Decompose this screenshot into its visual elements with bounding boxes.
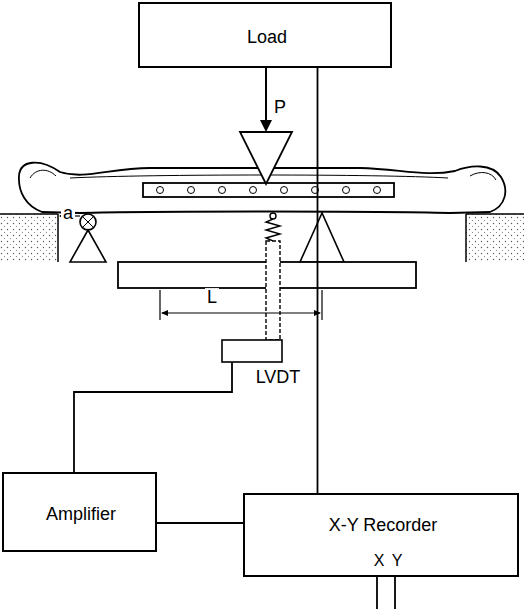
dimension-label: L [205,288,219,308]
ground [0,214,524,262]
signal-wire [157,522,243,524]
input-lead [394,577,396,609]
recorder-box: X-Y RecorderXY [243,493,519,577]
part-label: LVDT [254,368,303,388]
dimension-l [160,290,322,320]
instrument-box: Amplifier [2,472,157,552]
input-name: Y [392,552,403,570]
input-lead [376,577,378,609]
signal-wire [317,68,319,493]
box-title: X-Y Recorder [329,515,438,536]
dimension-label: P [272,98,288,118]
load-arrow [240,68,292,184]
input-name: X [374,552,385,570]
bone-plate [143,183,394,197]
signal-wire [74,362,232,472]
box-title: Load [247,27,287,48]
supports [70,213,344,262]
dimension-label: a [61,204,75,224]
box-title: Amplifier [46,504,116,525]
lvdt-symbol [222,241,282,362]
instrument-box: Load [138,2,392,68]
